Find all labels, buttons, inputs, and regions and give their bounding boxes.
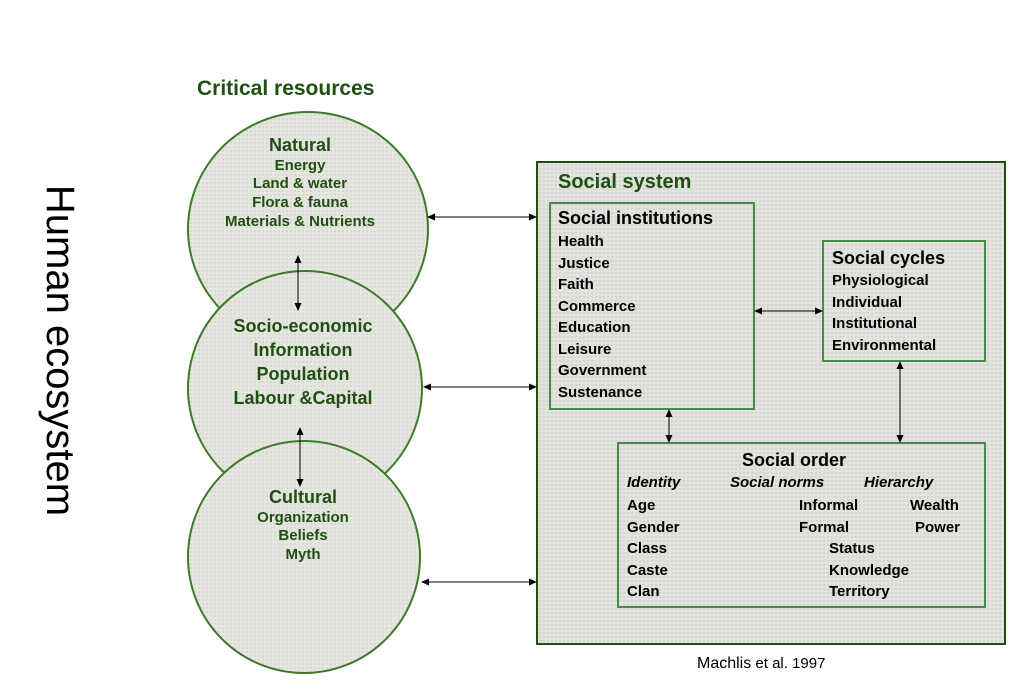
socio-economic-item: Population [256, 364, 350, 384]
socio-economic-title: Socio-economic [233, 316, 373, 336]
socio-economic-item: Labour &Capital [233, 388, 373, 408]
natural-item: Flora & fauna [252, 194, 348, 211]
cycle-item: Physiological [832, 272, 929, 289]
natural-item: Materials & Nutrients [224, 212, 376, 230]
hierarchy-item: Wealth [910, 497, 959, 514]
citation-author: Machlis [697, 655, 752, 672]
cycle-item: Institutional [832, 315, 917, 332]
cultural-item: Myth [285, 546, 321, 563]
cultural-item: Organization [257, 508, 349, 526]
institution-item: Sustenance [558, 383, 643, 401]
natural-item: Land & water [252, 175, 348, 193]
identity-item: Gender [627, 518, 680, 536]
socio-economic-text: Socio-economic Information Population La… [183, 314, 423, 410]
cultural-title: Cultural [268, 487, 337, 507]
social-cycles-list: Physiological Individual Institutional E… [832, 270, 936, 356]
social-order-box [617, 442, 986, 608]
cycle-item: Individual [832, 293, 903, 311]
cultural-circle [187, 440, 421, 674]
identity-list: Age Gender Class Caste Clan [627, 495, 680, 603]
social-system-title: Social system [558, 171, 692, 193]
norms-list: Informal Formal [799, 495, 858, 538]
social-cycles-title: Social cycles [832, 248, 946, 268]
hierarchy-item: Power [915, 518, 961, 536]
identity-item: Age [627, 497, 656, 514]
identity-item: Clan [627, 583, 660, 600]
critical-resources-heading: Critical resources [197, 77, 375, 100]
cultural-item: Beliefs [278, 527, 328, 545]
identity-item: Class [627, 540, 668, 557]
social-order-title: Social order [742, 450, 847, 470]
natural-item: Energy [274, 156, 326, 174]
social-institutions-box [549, 202, 755, 410]
hierarchy-item: Status [829, 540, 875, 557]
cultural-text: Cultural Organization Beliefs Myth [183, 486, 423, 565]
institution-item: Commerce [558, 297, 636, 315]
social-cycles-box [822, 240, 986, 362]
institution-item: Health [558, 233, 604, 250]
identity-heading: Identity [627, 474, 681, 491]
norm-item: Informal [799, 497, 859, 514]
natural-title: Natural [268, 135, 331, 155]
citation: Machlis et al. 1997 [697, 655, 825, 673]
institution-item: Justice [558, 254, 610, 272]
hierarchy-heading: Hierarchy [864, 474, 934, 491]
institution-item: Leisure [558, 340, 612, 358]
institution-item: Government [558, 362, 647, 379]
social-norms-heading: Social norms [730, 474, 825, 491]
cycle-item: Environmental [832, 336, 937, 354]
hierarchy-item: Territory [829, 583, 890, 600]
natural-text: Natural Energy Land & water Flora & faun… [180, 134, 420, 232]
institution-item: Education [558, 319, 631, 336]
citation-rest: et al. 1997 [755, 655, 826, 672]
identity-item: Caste [627, 561, 668, 579]
socio-economic-item: Information [253, 340, 353, 360]
social-institutions-title: Social institutions [558, 208, 714, 228]
institution-item: Faith [558, 276, 594, 293]
social-institutions-list: Health Justice Faith Commerce Education … [558, 231, 646, 403]
norm-item: Formal [799, 518, 850, 536]
hierarchy-item: Knowledge [829, 561, 910, 579]
hierarchy-list: Status Knowledge Territory [829, 538, 909, 603]
